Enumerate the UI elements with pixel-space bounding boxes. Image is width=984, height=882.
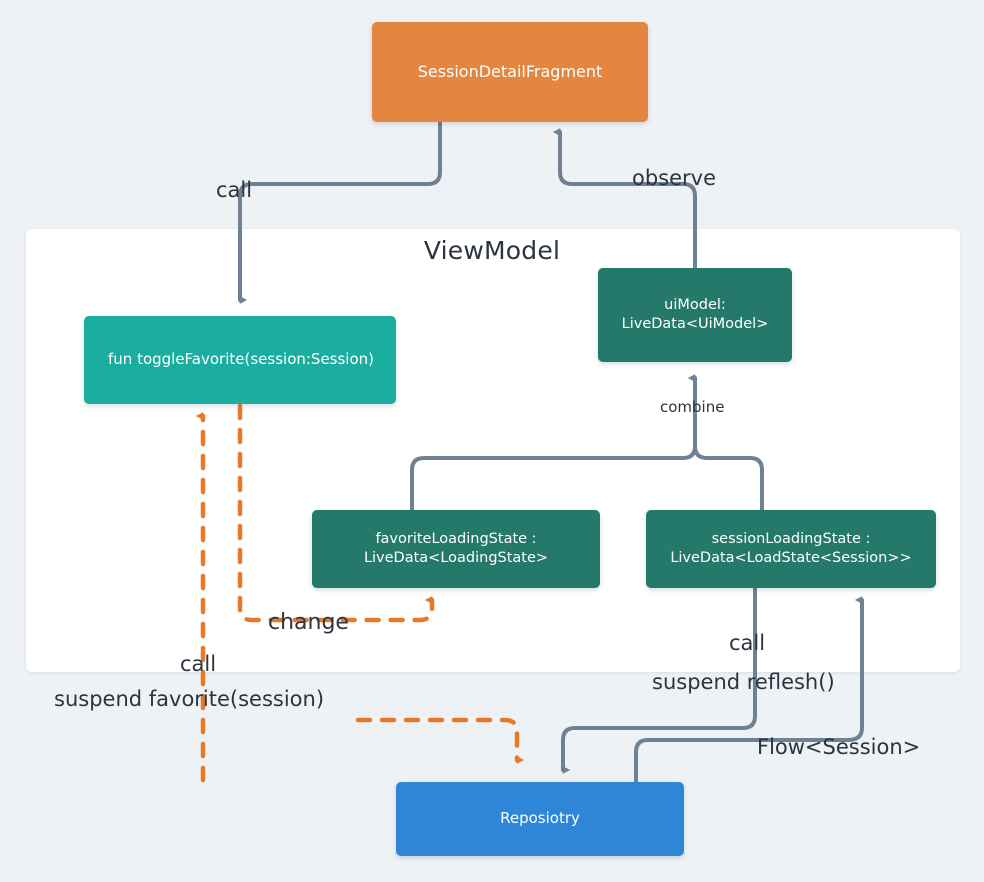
edge-label-call-top: call [216, 178, 253, 202]
viewmodel-panel-label: ViewModel [423, 236, 561, 265]
edge-label-observe: observe [632, 166, 717, 190]
node-ui-model-livedata[interactable]: uiModel: LiveData<UiModel> [598, 268, 792, 362]
edge-label-change: change [268, 610, 349, 635]
node-favorite-loading-state[interactable]: favoriteLoadingState : LiveData<LoadingS… [312, 510, 600, 588]
node-session-loading-state[interactable]: sessionLoadingState : LiveData<LoadState… [646, 510, 936, 588]
edge-label-flow-session: Flow<Session> [757, 735, 921, 759]
edge-label-call-left: call [180, 652, 217, 676]
edge-label-suspend-favorite: suspend favorite(session) [54, 687, 325, 711]
node-session-detail-fragment[interactable]: SessionDetailFragment [372, 22, 648, 122]
edge-label-suspend-reflesh: suspend reflesh() [652, 670, 835, 694]
viewmodel-panel [26, 229, 960, 672]
edge-label-combine: combine [660, 398, 725, 416]
node-repository[interactable]: Reposiotry [396, 782, 684, 856]
edge-label-call-right: call [729, 631, 766, 655]
edge-suspend-favorite [355, 717, 525, 764]
node-toggle-favorite-function[interactable]: fun toggleFavorite(session:Session) [84, 316, 396, 404]
